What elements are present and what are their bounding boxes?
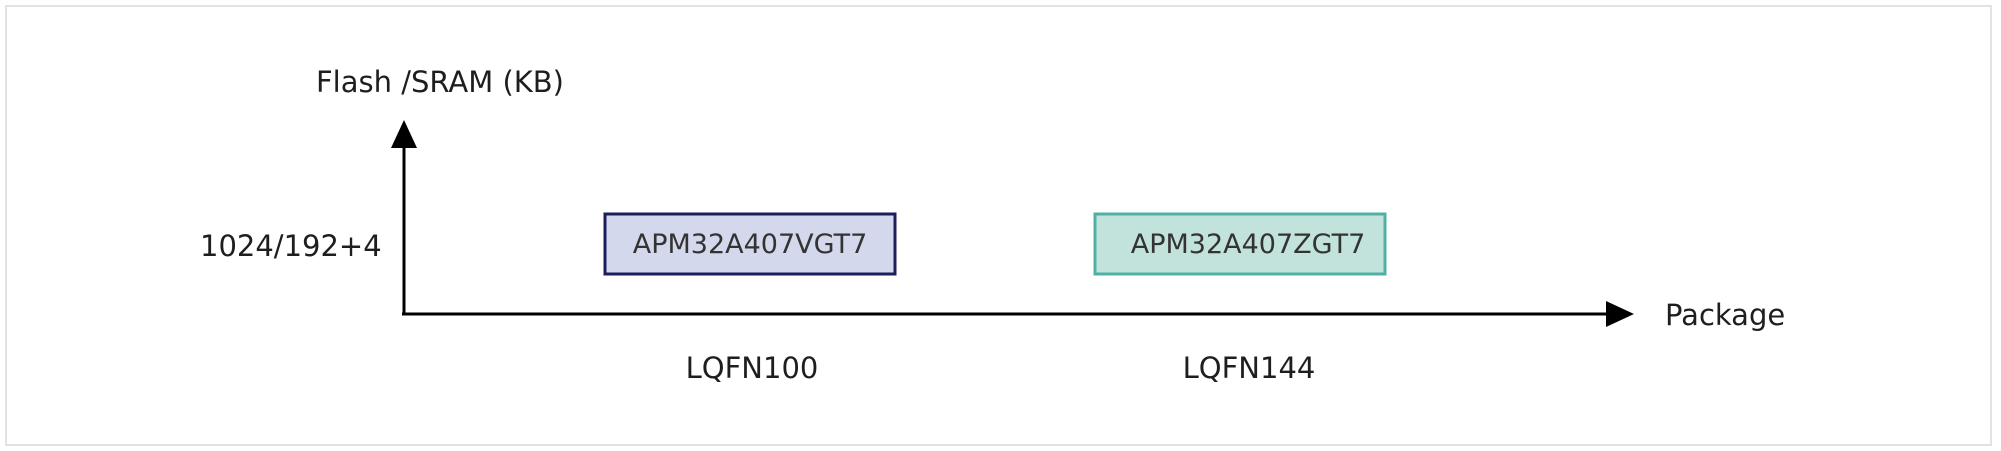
y-axis-arrowhead bbox=[391, 120, 417, 148]
y-axis-title: Flash /SRAM (KB) bbox=[316, 65, 564, 99]
chip-name: APM32A407ZGT7 bbox=[1131, 229, 1366, 260]
chip-box-rect bbox=[1093, 212, 1387, 276]
diagram-frame bbox=[5, 5, 1992, 446]
chip-box-apm32a407zgt7: APM32A407ZGT7 bbox=[1093, 212, 1387, 276]
chip-box-apm32a407vgt7: APM32A407VGT7 bbox=[603, 212, 897, 276]
x-axis-arrowhead bbox=[1606, 301, 1634, 327]
chip-box-rect bbox=[603, 212, 897, 276]
x-axis-title: Package bbox=[1665, 298, 1785, 332]
memory-row-label: 1024/192+4 bbox=[200, 229, 382, 263]
package-column-label: LQFN144 bbox=[1183, 351, 1316, 385]
chip-name: APM32A407VGT7 bbox=[633, 229, 868, 260]
package-column-label: LQFN100 bbox=[686, 351, 819, 385]
